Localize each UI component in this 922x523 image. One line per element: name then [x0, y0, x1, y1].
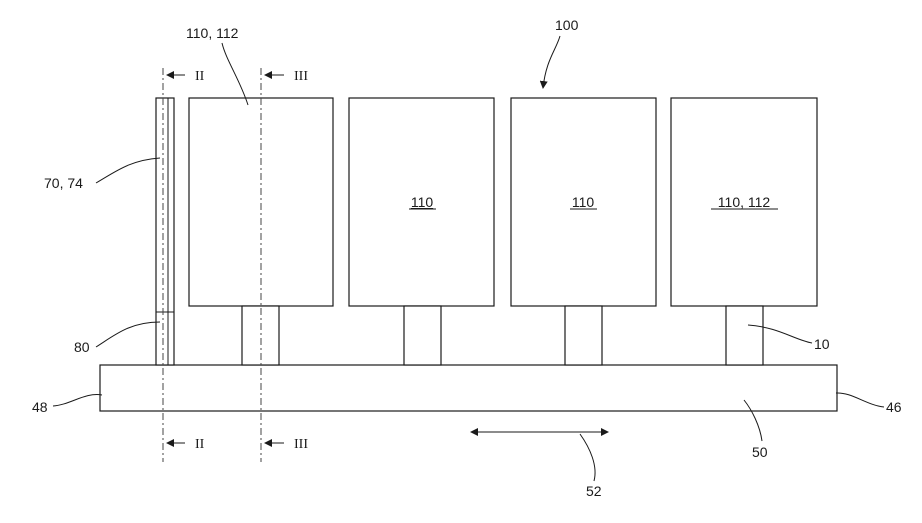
module-3-label: 110: [572, 194, 595, 210]
module-4-label: 110, 112: [718, 194, 771, 210]
base-rail: [100, 365, 837, 411]
ref-100-leader: [543, 36, 560, 88]
connector-4: [726, 306, 763, 365]
ref-100: 100: [555, 17, 579, 33]
ref-110-112-leader: [222, 43, 248, 105]
ref-48: 48: [32, 399, 48, 415]
section-II-top-label: II: [195, 69, 205, 84]
section-II-bottom-label: II: [195, 437, 205, 452]
section-III-top-label: III: [294, 69, 308, 84]
connector-2: [404, 306, 441, 365]
section-III-bottom-label: III: [294, 437, 308, 452]
ref-46: 46: [886, 399, 902, 415]
ref-70-74-leader: [96, 158, 160, 183]
ref-52: 52: [586, 483, 602, 499]
ref-10: 10: [814, 336, 830, 352]
ref-70-74: 70, 74: [44, 175, 83, 191]
module-2-label: 110: [411, 194, 434, 210]
ref-50: 50: [752, 444, 768, 460]
connector-3: [565, 306, 602, 365]
ref-80-leader: [96, 322, 160, 347]
ref-48-leader: [53, 395, 102, 406]
ref-110-112-top: 110, 112: [186, 25, 239, 41]
ref-46-leader: [836, 393, 884, 407]
side-plate: [156, 98, 174, 365]
ref-80: 80: [74, 339, 90, 355]
ref-52-leader: [580, 434, 595, 481]
motion-arrow-left-head: [470, 428, 478, 436]
